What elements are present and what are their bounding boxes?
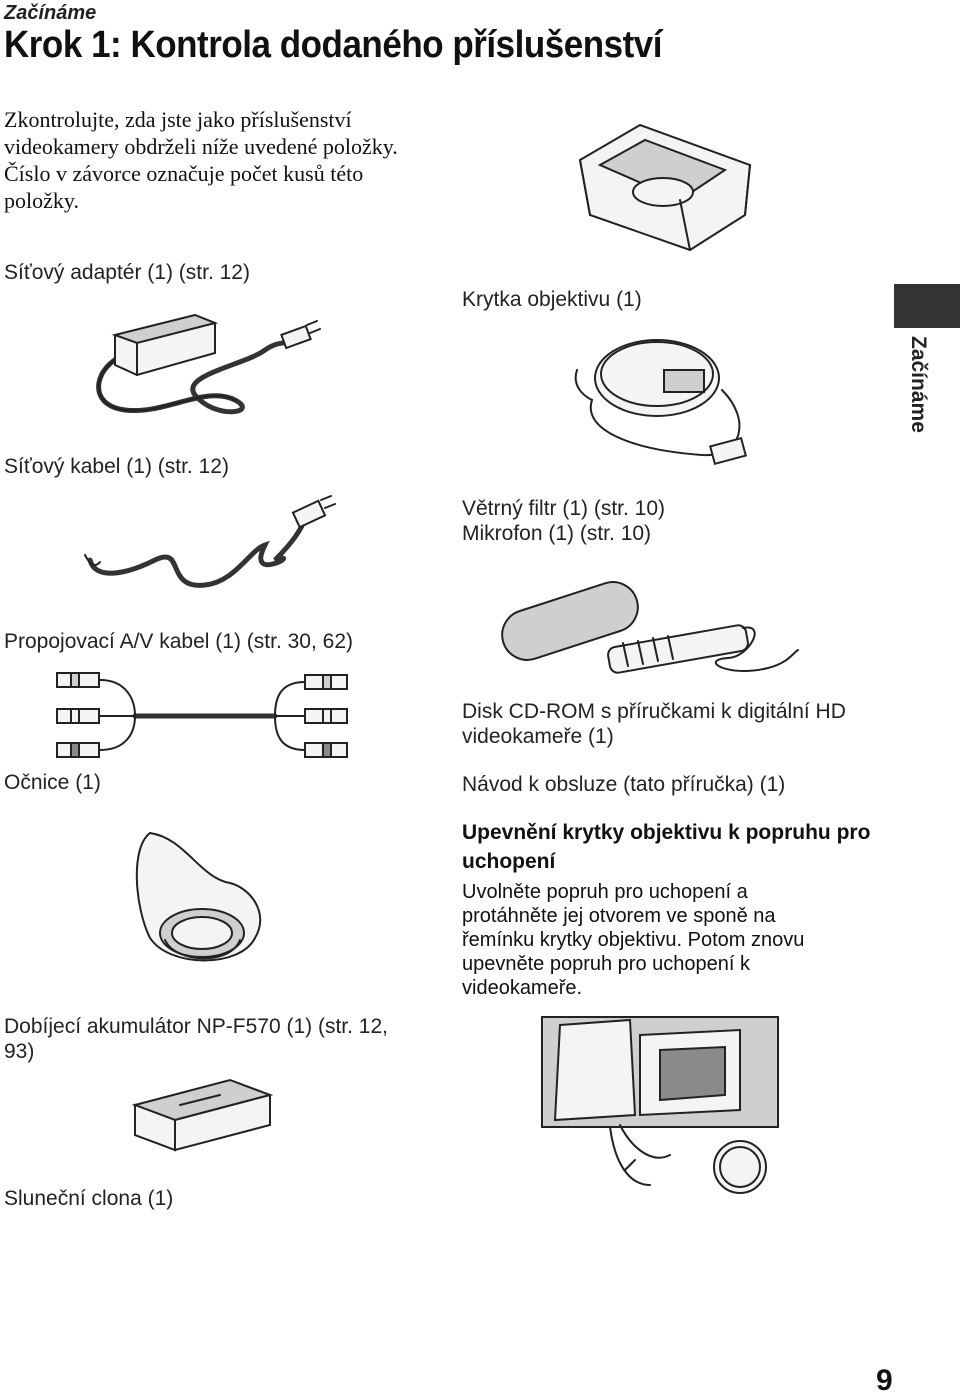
intro-paragraph-1: Zkontrolujte, zda jste jako příslušenstv…: [4, 107, 398, 159]
battery-image: [131, 1078, 274, 1152]
label-lens-cap: Krytka objektivu (1): [462, 288, 642, 311]
intro-text: Zkontrolujte, zda jste jako příslušenstv…: [4, 106, 424, 214]
microphone-set-image: [501, 581, 799, 674]
rca-plugs-left: [56, 672, 100, 758]
ac-adapter-image: [96, 313, 321, 415]
section-side-tab: [894, 284, 960, 328]
page-title: Krok 1: Kontrola dodaného příslušenství: [4, 24, 663, 66]
side-tab-label: Začínáme: [907, 336, 930, 433]
attach-instructions: Uvolněte popruh pro uchopení a protáhnět…: [462, 881, 805, 999]
section-tag: Začínáme: [4, 2, 97, 24]
label-cd-rom: Disk CD-ROM s příručkami k digitální HD …: [462, 700, 846, 748]
wind-filter-image: [501, 581, 639, 661]
lens-cap-image: [574, 339, 748, 466]
page-number: 9: [876, 1364, 893, 1397]
power-cord-image: [84, 495, 336, 588]
attach-heading: Upevnění krytky objektivu k popruhu pro …: [462, 821, 871, 873]
av-cable-image: [56, 672, 348, 758]
intro-paragraph-2: Číslo v závorce označuje počet kusů této…: [4, 161, 364, 213]
label-av-cable: Propojovací A/V kabel (1) (str. 30, 62): [4, 630, 354, 653]
label-power-cord: Síťový kabel (1) (str. 12): [4, 455, 229, 478]
label-manual: Návod k obsluze (tato příručka) (1): [462, 773, 786, 796]
label-ac-adapter: Síťový adaptér (1) (str. 12): [4, 261, 250, 284]
label-lens-hood: Sluneční clona (1): [4, 1187, 174, 1210]
rca-plugs-right: [304, 674, 348, 758]
label-wind-filter: Větrný filtr (1) (str. 10): [462, 497, 666, 520]
label-battery: Dobíjecí akumulátor NP-F570 (1) (str. 12…: [4, 1015, 388, 1063]
attach-lens-cap-image: [541, 1016, 779, 1194]
lens-hood-image: [578, 123, 752, 252]
label-microphone: Mikrofon (1) (str. 10): [462, 522, 652, 545]
microphone-image: [607, 624, 799, 674]
label-eyecup: Očnice (1): [4, 771, 101, 794]
eyecup-image: [135, 831, 262, 962]
